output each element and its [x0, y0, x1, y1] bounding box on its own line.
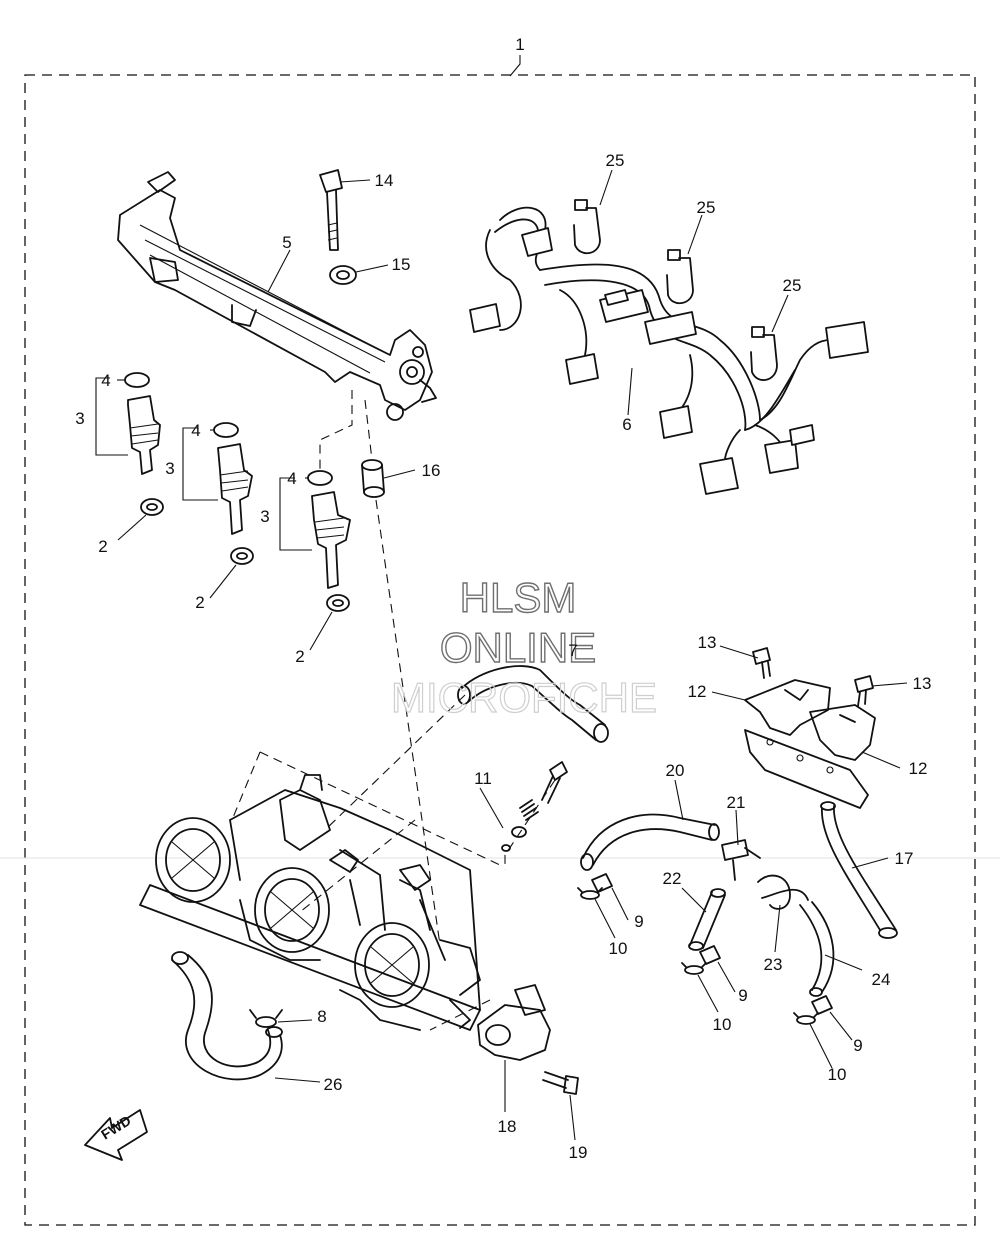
hose-26 [171, 951, 283, 1081]
callout-23: 23 [764, 955, 783, 974]
callout-7: 7 [568, 641, 577, 660]
callout-21: 21 [727, 793, 746, 812]
throttle-sensor-18 [477, 984, 551, 1061]
callout-5: 5 [282, 233, 291, 252]
callout-19: 19 [569, 1143, 588, 1162]
washer-15 [329, 265, 357, 285]
callout-9a: 9 [634, 912, 643, 931]
hose-20 [580, 813, 720, 871]
callout-11: 11 [474, 769, 492, 788]
callout-13b: 13 [913, 674, 932, 693]
callout-25a: 25 [606, 151, 625, 170]
injector-b [213, 422, 254, 565]
callout-12a: 12 [688, 682, 707, 701]
callout-4a: 4 [101, 371, 110, 390]
hose-23 [757, 874, 809, 910]
watermark-line-3: MICROFICHE [391, 674, 657, 721]
callout-6: 6 [622, 415, 631, 434]
hose-22 [688, 888, 726, 951]
callout-16: 16 [422, 461, 441, 480]
callout-18: 18 [498, 1117, 517, 1136]
clip-10-b [681, 962, 707, 975]
injector-a [124, 372, 164, 516]
callout-8: 8 [317, 1007, 326, 1026]
callout-10c: 10 [828, 1065, 847, 1084]
spacer-16 [361, 459, 385, 498]
callout-22: 22 [663, 869, 682, 888]
callout-4c: 4 [287, 469, 296, 488]
fwd-arrow-icon: FWD [84, 1109, 148, 1161]
callout-14: 14 [375, 171, 394, 190]
callout-2b: 2 [195, 593, 204, 612]
callout-numbers: 1 2 2 2 3 3 3 4 4 4 5 6 7 8 9 9 9 10 10 … [75, 35, 931, 1162]
clip-10-a [577, 887, 603, 900]
callout-4b: 4 [191, 421, 200, 440]
wire-harness [469, 206, 869, 495]
clip-8 [249, 1009, 283, 1028]
harness-clip-a [573, 199, 601, 254]
callout-24: 24 [872, 970, 891, 989]
injector-c [307, 470, 351, 612]
joint-21 [721, 839, 761, 881]
harness-clip-c [750, 326, 778, 381]
watermark-line-2: ONLINE [440, 624, 596, 671]
hose-17 [820, 801, 898, 939]
callout-9b: 9 [738, 986, 747, 1005]
bolt-13-a [752, 647, 771, 679]
bolt-19 [542, 1071, 579, 1095]
bolt-13-b [854, 675, 874, 707]
bolt-14 [319, 169, 343, 251]
callout-1: 1 [515, 35, 524, 54]
callout-25b: 25 [697, 198, 716, 217]
hose-24 [799, 901, 835, 997]
callout-3b: 3 [165, 459, 174, 478]
callout-2a: 2 [98, 537, 107, 556]
callout-3a: 3 [75, 409, 84, 428]
watermark: HLSM ONLINE MICROFICHE [390, 573, 657, 721]
callout-25c: 25 [783, 276, 802, 295]
cap-9-b [699, 945, 721, 965]
cap-9-a [591, 873, 613, 893]
bracket-12 [744, 679, 876, 809]
callout-9c: 9 [853, 1036, 862, 1055]
callout-26: 26 [324, 1075, 343, 1094]
callout-20: 20 [666, 761, 685, 780]
fuel-rail [117, 171, 437, 421]
callout-17: 17 [895, 849, 914, 868]
callout-15: 15 [392, 255, 411, 274]
callout-12b: 12 [909, 759, 928, 778]
clip-10-c [793, 1012, 819, 1025]
screw-kit-11 [501, 761, 568, 852]
harness-clip-b [666, 249, 694, 304]
watermark-line-1: HLSM [460, 574, 577, 621]
pipe-7 [457, 665, 609, 743]
callout-10b: 10 [713, 1015, 732, 1034]
callout-3c: 3 [260, 507, 269, 526]
callout-13a: 13 [698, 633, 717, 652]
throttle-body-assembly [139, 774, 481, 1031]
assembly-frame [24, 74, 976, 1226]
leader-lines [117, 55, 908, 1141]
cap-9-c [811, 995, 833, 1015]
callout-10a: 10 [609, 939, 628, 958]
callout-2c: 2 [295, 647, 304, 666]
